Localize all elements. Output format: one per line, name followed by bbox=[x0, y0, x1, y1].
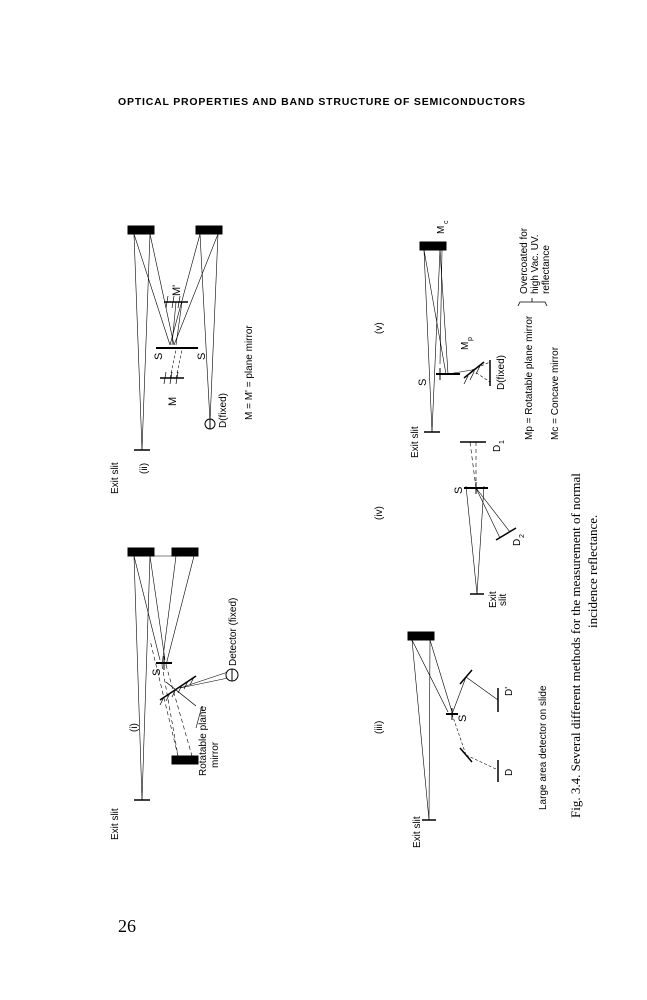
rotatable-mirror-Mp bbox=[463, 361, 485, 379]
leader-line bbox=[195, 705, 203, 729]
panel-iii-S: S bbox=[457, 715, 469, 722]
page-number: 26 bbox=[118, 916, 136, 936]
panel-ii-diagram bbox=[127, 225, 223, 451]
panel-ii-M: M bbox=[167, 397, 179, 406]
figure-caption: Fig. 3.4. Several different methods for … bbox=[568, 473, 600, 818]
panel-i-number: (i) bbox=[129, 723, 140, 732]
legend-bracket-1: Overcoated for bbox=[519, 227, 530, 294]
concave-mirror-Mc bbox=[419, 241, 447, 251]
panel-ii-exit-slit: Exit slit bbox=[110, 462, 121, 494]
running-head: OPTICAL PROPERTIES AND BAND STRUCTURE OF… bbox=[118, 96, 526, 108]
panel-ii-number: (ii) bbox=[139, 463, 150, 474]
panel-iv-exit-2: slit bbox=[498, 594, 509, 606]
panel-iii-note: Large area detector on slide bbox=[538, 685, 549, 810]
panel-i-rot-mirror-1: Rotatable plane bbox=[198, 706, 209, 776]
legend-v: Mp = Rotatable plane mirror Mc = Concave… bbox=[517, 227, 561, 440]
panel-ii-D: D(fixed) bbox=[218, 393, 229, 428]
rotatable-mirror-i bbox=[159, 675, 197, 701]
panel-iv-D1-sub: 1 bbox=[499, 440, 506, 444]
panel-v-Mp: M bbox=[460, 342, 471, 350]
panel-iii-diagram bbox=[407, 631, 499, 821]
concave-mirror-ii-1 bbox=[127, 225, 155, 235]
panel-ii-S1: S bbox=[153, 353, 165, 360]
detector-D2 bbox=[495, 527, 517, 541]
panel-ii-Mp: M' bbox=[171, 285, 183, 296]
panel-v-diagram bbox=[419, 241, 491, 433]
panel-v-S: S bbox=[417, 379, 429, 386]
concave-mirror-iii bbox=[407, 631, 435, 641]
panel-iv-diagram bbox=[460, 441, 517, 595]
panel-iii-number: (iii) bbox=[374, 721, 385, 734]
panel-v-Mc: M bbox=[436, 226, 447, 234]
concave-mirror-3 bbox=[171, 755, 199, 765]
panel-ii-S2: S bbox=[196, 353, 208, 360]
panel-iii-exit-slit: Exit slit bbox=[412, 816, 423, 848]
legend-bracket-3: reflectance bbox=[541, 245, 552, 294]
panel-iv-D2-sub: 2 bbox=[519, 534, 526, 538]
panel-iii-labels: Exit slit (iii) S D' D Large area detect… bbox=[374, 685, 549, 848]
caption-line-1: Fig. 3.4. Several different methods for … bbox=[568, 473, 583, 818]
legend-line-2: Mc = Concave mirror bbox=[550, 346, 561, 440]
panel-v-exit-slit: Exit slit bbox=[410, 426, 421, 458]
concave-mirror-ii-2 bbox=[195, 225, 223, 235]
panel-i-S: S bbox=[151, 669, 163, 676]
panel-iv-D1: D bbox=[492, 445, 503, 452]
panel-iv-exit-1: Exit bbox=[488, 591, 499, 608]
panel-i-detector: Detector (fixed) bbox=[228, 598, 239, 666]
panel-iii-Dp: D' bbox=[504, 687, 515, 696]
panel-i-labels: Exit slit (i) S Rotatable plane mirror D… bbox=[110, 598, 239, 840]
panel-v-Mc-sub: c bbox=[443, 220, 450, 224]
panel-iv-D2: D bbox=[512, 539, 523, 546]
legend-brace bbox=[517, 298, 548, 307]
panel-iv-labels: (iv) S D 1 D 2 Exit slit bbox=[374, 440, 526, 608]
panel-i-rot-mirror-2: mirror bbox=[210, 741, 221, 768]
concave-mirror-2 bbox=[171, 547, 199, 557]
legend-bracket-2: high Vac. UV. bbox=[530, 235, 541, 294]
panel-iv-number: (iv) bbox=[374, 506, 385, 520]
panel-v-number: (v) bbox=[374, 322, 385, 334]
panel-iii-D: D bbox=[504, 769, 515, 776]
panel-iv-S: S bbox=[453, 487, 465, 494]
panel-ii-labels: Exit slit (ii) S S M M' D(fixed) M = M' … bbox=[110, 285, 255, 494]
panel-v-D: D(fixed) bbox=[496, 355, 507, 390]
legend-line-1: Mp = Rotatable plane mirror bbox=[524, 315, 535, 440]
panel-v-Mp-sub: p bbox=[467, 337, 474, 341]
panel-ii-legend: M = M' = plane mirror bbox=[244, 325, 255, 420]
panel-v-labels: Exit slit (v) S M c M p D(fixed) bbox=[374, 220, 507, 458]
concave-mirror-1 bbox=[127, 547, 155, 557]
panel-i-exit-slit: Exit slit bbox=[110, 808, 121, 840]
panel-i-diagram bbox=[127, 547, 239, 801]
caption-line-2: incidence reflectance. bbox=[585, 515, 600, 628]
